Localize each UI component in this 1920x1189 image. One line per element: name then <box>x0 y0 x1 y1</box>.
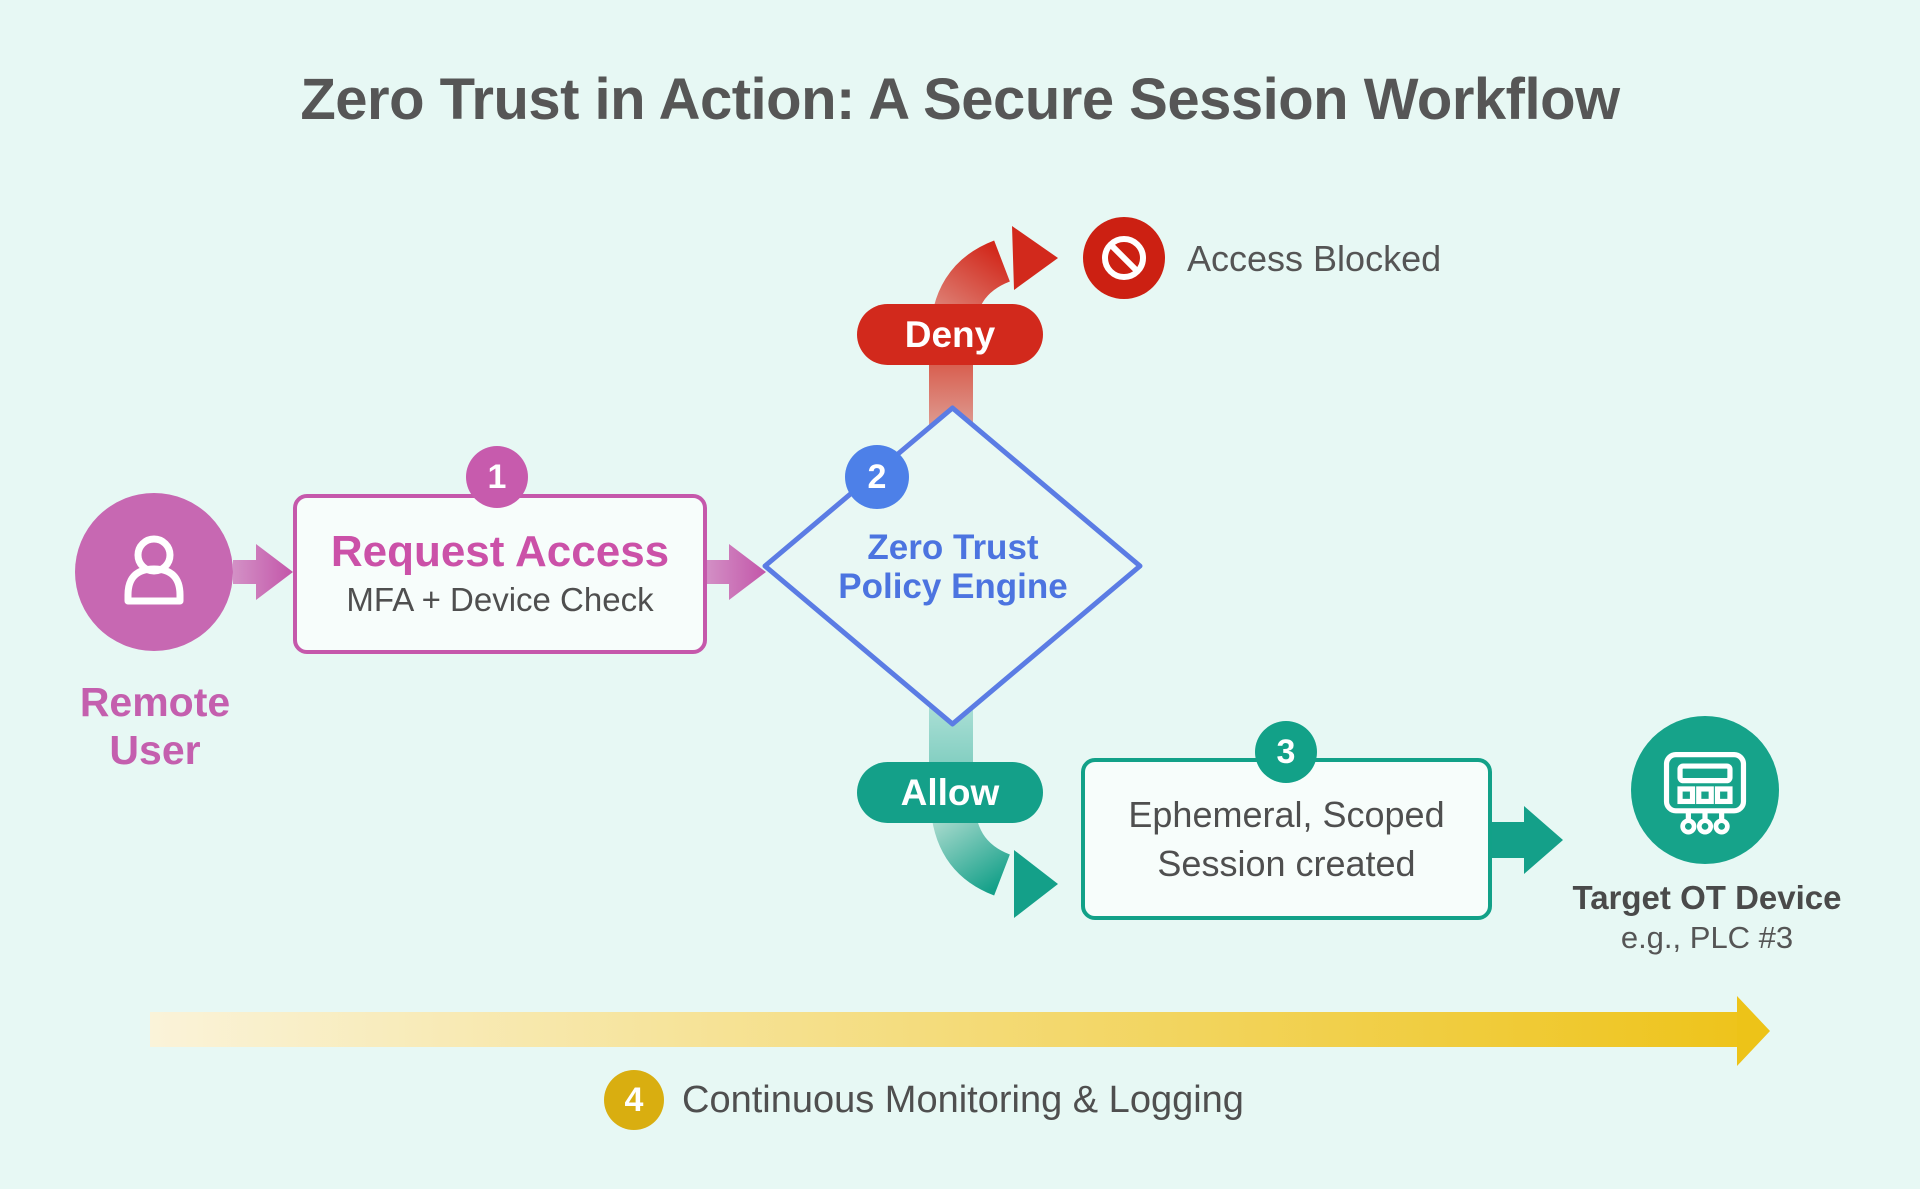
policy-engine-label: Zero Trust Policy Engine <box>802 528 1104 606</box>
plc-device-icon <box>1663 752 1747 835</box>
deny-pill: Deny <box>857 304 1043 365</box>
request-access-subtitle: MFA + Device Check <box>346 581 654 618</box>
target-device-icon <box>1631 716 1779 864</box>
monitoring-arrowhead <box>1737 996 1770 1066</box>
policy-engine-label-line2: Policy Engine <box>838 567 1068 606</box>
no-entry-icon <box>1102 236 1146 280</box>
request-access-box: Request Access MFA + Device Check <box>293 494 707 654</box>
policy-engine-label-line1: Zero Trust <box>867 528 1039 567</box>
target-device-title: Target OT Device <box>1572 879 1842 916</box>
deny-branch-arrowhead <box>1012 226 1058 290</box>
session-label-line1: Ephemeral, Scoped <box>1128 794 1445 835</box>
step-3-badge: 3 <box>1255 721 1317 783</box>
target-device-subtitle: e.g., PLC #3 <box>1620 920 1794 955</box>
flow-arrow-user-to-request <box>233 544 293 600</box>
allow-branch-arrowhead <box>1014 850 1058 918</box>
access-blocked-label: Access Blocked <box>1187 238 1442 279</box>
step-1-badge: 1 <box>466 446 528 508</box>
remote-user-label-line1: Remote <box>79 679 231 725</box>
session-box: Ephemeral, Scoped Session created <box>1081 758 1492 920</box>
remote-user-label: Remote User <box>30 678 280 774</box>
diagram-title: Zero Trust in Action: A Secure Session W… <box>300 67 1620 132</box>
flow-arrow-request-to-engine <box>705 544 766 600</box>
flow-arrow-session-to-device <box>1492 806 1563 874</box>
step-2-badge: 2 <box>845 445 909 509</box>
step-4-badge: 4 <box>604 1070 664 1130</box>
request-access-title: Request Access <box>330 527 670 576</box>
session-label-line2: Session created <box>1157 843 1416 884</box>
allow-pill: Allow <box>857 762 1043 823</box>
target-device-label: Target OT Device e.g., PLC #3 <box>1552 877 1862 957</box>
access-blocked-icon <box>1083 217 1165 299</box>
person-icon <box>124 535 184 605</box>
remote-user-label-line2: User <box>109 727 201 773</box>
monitoring-arrow-band <box>150 1012 1737 1047</box>
monitoring-label: Continuous Monitoring & Logging <box>682 1079 1244 1121</box>
remote-user-avatar <box>75 493 233 651</box>
